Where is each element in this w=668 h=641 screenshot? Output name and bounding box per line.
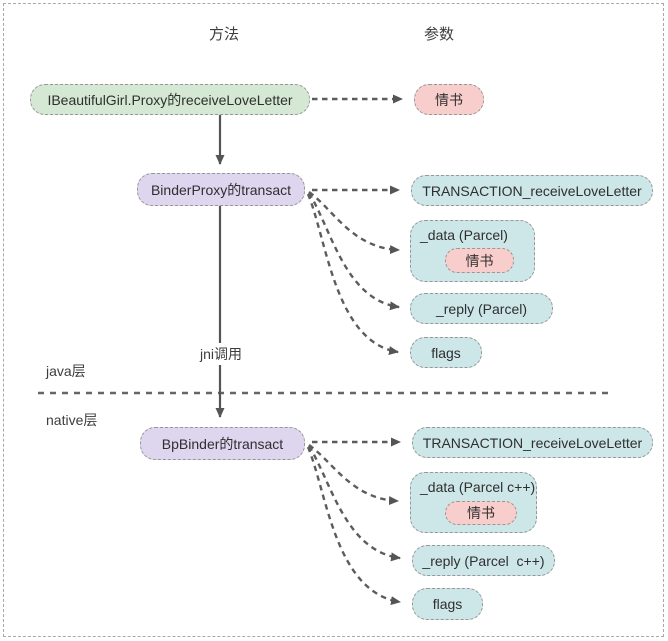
arrow-binderproxy-to-reply xyxy=(307,192,400,311)
flags-native-label: flags xyxy=(432,596,463,612)
reply-parcel-java-label: _reply (Parcel) xyxy=(435,300,528,317)
transaction-code-java-label: TRANSACTION_receiveLoveLetter xyxy=(422,182,642,199)
arrow-bpbinder-to-flags xyxy=(306,446,401,606)
box-love-letter-inside-data-native: 情书 xyxy=(445,501,517,525)
box-flags-native: flags xyxy=(412,588,483,620)
column-header-params: 参数 xyxy=(424,26,455,43)
proxy-method-label: IBeautifulGirl.Proxy的receiveLoveLetter xyxy=(47,91,293,108)
box-bpbinder-transact: BpBinder的transact xyxy=(140,427,305,460)
native-layer-label: native层 xyxy=(46,412,98,428)
love-letter-label: 情书 xyxy=(435,91,463,108)
data-parcel-java-label: _data (Parcel) xyxy=(420,227,508,243)
arrow-binderproxy-to-data xyxy=(308,191,400,255)
java-layer-label: java层 xyxy=(46,363,86,379)
box-love-letter-inside-data-java: 情书 xyxy=(445,248,514,273)
binderproxy-transact-label: BinderProxy的transact xyxy=(150,181,292,198)
box-transaction-code-java: TRANSACTION_receiveLoveLetter xyxy=(411,175,653,206)
box-proxy-method: IBeautifulGirl.Proxy的receiveLoveLetter xyxy=(30,84,310,115)
transaction-code-native-label: TRANSACTION_receiveLoveLetter xyxy=(422,434,643,451)
box-love-letter-param: 情书 xyxy=(414,84,484,115)
box-reply-parcel-native: _reply (Parcel c++) xyxy=(412,545,555,576)
bpbinder-transact-label: BpBinder的transact xyxy=(161,435,284,452)
reply-parcel-native-label: _reply (Parcel c++) xyxy=(422,552,545,569)
box-reply-parcel-java: _reply (Parcel) xyxy=(410,293,553,324)
flags-java-label: flags xyxy=(431,344,461,361)
love-letter-inner-native-label: 情书 xyxy=(467,505,495,521)
arrow-bpbinder-to-data xyxy=(308,444,399,506)
love-letter-inner-java-label: 情书 xyxy=(465,252,494,269)
jni-call-label: jni调用 xyxy=(197,343,246,365)
column-header-method: 方法 xyxy=(209,26,240,43)
arrow-binderproxy-to-flags xyxy=(306,193,399,356)
box-binderproxy-transact: BinderProxy的transact xyxy=(137,173,305,206)
arrow-bpbinder-to-reply xyxy=(307,445,401,562)
box-flags-java: flags xyxy=(410,337,482,368)
data-parcel-native-label: _data (Parcel c++) xyxy=(420,479,536,495)
box-transaction-code-native: TRANSACTION_receiveLoveLetter xyxy=(412,427,653,458)
